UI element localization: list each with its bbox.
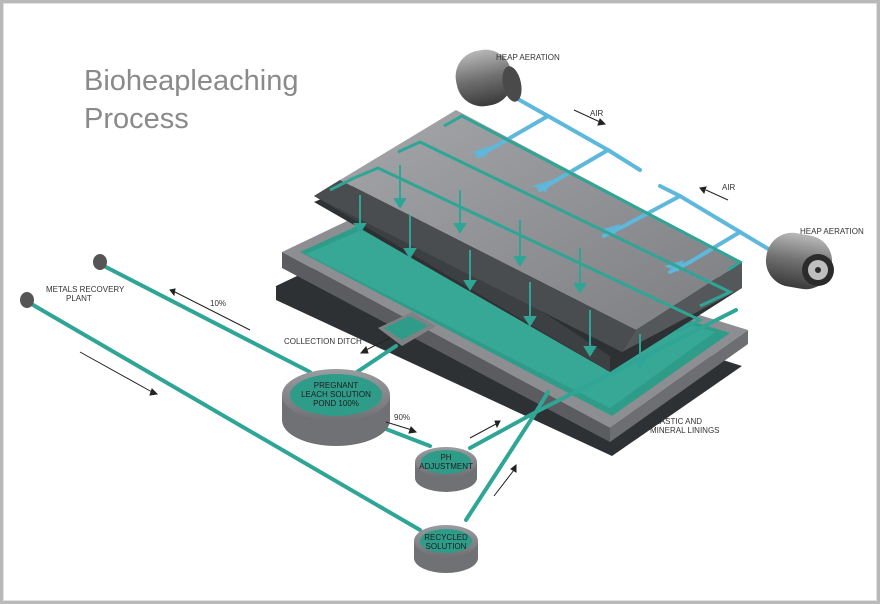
- pond-recycled-solution: [414, 525, 478, 573]
- fan-top: [455, 49, 522, 107]
- label-heap-aeration-top: HEAP AERATION: [496, 53, 560, 62]
- label-pct-90: 90%: [394, 413, 410, 422]
- solution-pipes: [26, 262, 738, 532]
- label-metals-recovery-1: METALS RECOVERY: [46, 285, 125, 294]
- label-plastic-linings-1: PLASTIC AND: [650, 417, 702, 426]
- pond-ph-adjustment: [415, 447, 477, 492]
- drip-lines: [329, 114, 743, 334]
- drip-arrows: [353, 165, 647, 369]
- pipe-end-caps: [20, 254, 107, 308]
- pond-recycled-line-2: SOLUTION: [426, 542, 467, 551]
- title-line-2: Process: [84, 103, 189, 135]
- diagram-title: Bioheapleaching Process: [84, 62, 298, 138]
- pond-pregnant-leach: [282, 369, 390, 446]
- flow-arrows: [79, 109, 729, 497]
- label-collection-ditch: COLLECTION DITCH: [284, 337, 362, 346]
- label-pct-10: 10%: [210, 299, 226, 308]
- fan-right: [765, 232, 834, 290]
- pond-pregnant-line-1: PREGNANT: [314, 381, 359, 390]
- label-plastic-linings-2: MINERAL LININGS: [650, 426, 720, 435]
- pond-pregnant-line-3: POND 100%: [313, 399, 359, 408]
- collection-ditch: [378, 312, 436, 346]
- label-metals-recovery-2: PLANT: [66, 294, 92, 303]
- pond-ph-line-1: PH: [440, 453, 451, 462]
- label-heap-aeration-right: HEAP AERATION: [800, 227, 864, 236]
- title-line-1: Bioheapleaching: [84, 65, 299, 97]
- label-air-right: AIR: [722, 183, 736, 192]
- pond-recycled-line-1: RECYCLED: [424, 533, 468, 542]
- label-air-top: AIR: [590, 109, 604, 118]
- pond-ph-line-2: ADJUSTMENT: [419, 462, 473, 471]
- pond-pregnant-line-2: LEACH SOLUTION: [301, 390, 371, 399]
